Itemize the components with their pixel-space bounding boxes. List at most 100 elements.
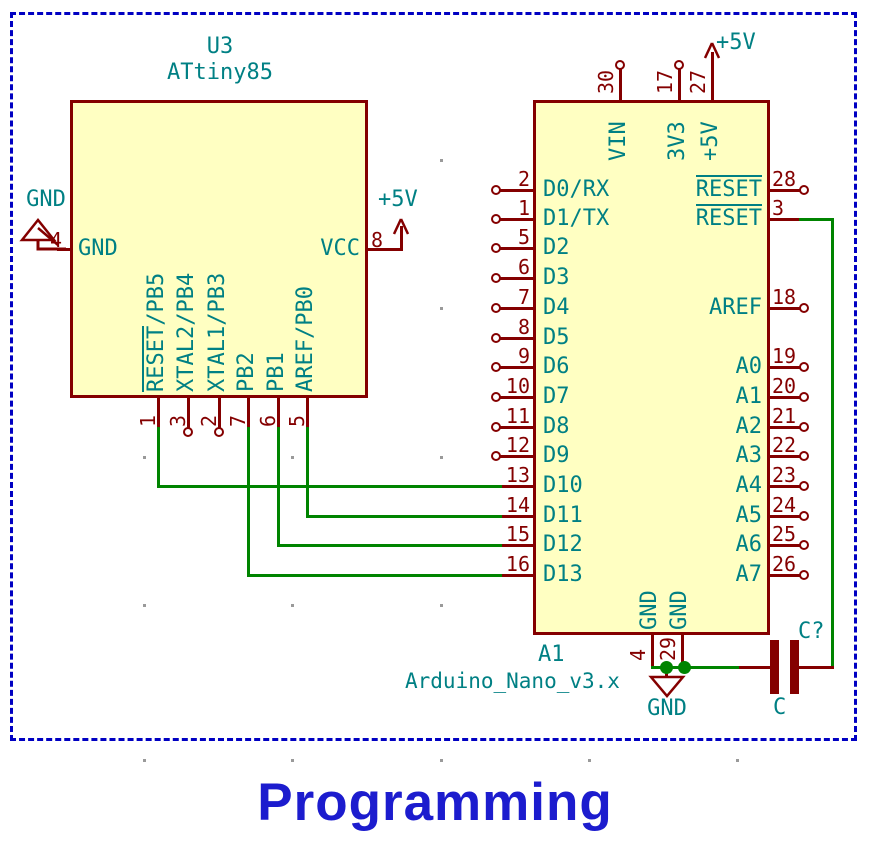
pin-number: 22 [772,433,797,457]
pin-a1-9[interactable] [498,365,535,369]
open-pin-circle [799,540,809,550]
pin-u3-8[interactable] [366,247,402,251]
pin-a1-24[interactable] [768,514,802,518]
pin-a1-23[interactable] [768,484,802,488]
pin-number: 13 [505,463,530,487]
open-pin-circle [491,243,501,253]
pin-a1-6[interactable] [498,276,535,280]
pin-u3-4[interactable] [56,247,72,251]
pin-a1-1[interactable] [498,217,535,221]
plus5v-flag-stem-attiny[interactable] [399,226,403,251]
pin-a1-20[interactable] [768,395,802,399]
capacitor-lead[interactable] [738,665,772,669]
pin-number: 11 [505,404,530,428]
open-pin-circle [491,451,501,461]
overline-text: RESET [695,204,762,231]
wire-segment[interactable] [798,217,834,221]
pin-a1-3[interactable] [768,217,802,221]
pin-name: D7 [543,384,570,409]
pin-u3-7[interactable] [246,396,250,430]
open-pin-circle [491,362,501,372]
gnd-symbol-label: GND [647,696,687,721]
pin-a1-4[interactable] [650,633,654,668]
attiny85-value[interactable]: ATtiny85 [167,60,273,85]
capacitor-value[interactable]: C [773,695,787,720]
pin-name: VIN [606,121,631,161]
pin-a1-10[interactable] [498,395,535,399]
pin-u3-1[interactable] [156,396,160,430]
arduino-value[interactable]: Arduino_Nano_v3.x [405,669,620,693]
pin-name-gnd: GND [78,236,118,261]
pin-a1-18[interactable] [768,306,802,310]
capacitor-lead[interactable] [797,665,834,669]
attiny85-ref[interactable]: U3 [206,34,234,59]
pin-name: PB2 [234,352,259,392]
capacitor-plate-right[interactable] [790,640,799,694]
pin-a1-26[interactable] [768,573,802,577]
pin-a1-8[interactable] [498,336,535,340]
gnd-symbol-icon[interactable] [648,675,686,699]
plus5v-power-flag-icon[interactable] [391,217,411,235]
pin-name: A5 [735,503,763,528]
wire-segment[interactable] [276,543,502,547]
pin-number: 10 [505,374,530,398]
wire-segment[interactable] [246,573,502,577]
grid-dot [588,759,591,762]
pin-number: 30 [594,69,618,94]
plus5v-flag-label-attiny: +5V [378,187,418,212]
grid-dot [143,604,146,607]
pin-a1-5[interactable] [498,246,535,250]
wire-segment[interactable] [305,514,502,518]
grid-dot [143,759,146,762]
pin-number: 5 [285,414,309,427]
open-pin-circle [799,511,809,521]
capacitor-ref[interactable]: C? [798,619,825,644]
pin-name: RESET [580,204,762,231]
pin-a1-15[interactable] [498,543,535,547]
pin-u3-5[interactable] [305,396,309,430]
pin-number: 24 [772,493,797,517]
pin-a1-14[interactable] [498,514,535,518]
open-pin-circle [674,60,684,70]
capacitor-plate-left[interactable] [770,640,779,694]
wire-segment[interactable] [246,426,250,577]
pin-number: 12 [505,433,530,457]
pin-number: 3 [772,196,785,220]
open-pin-circle [799,185,809,195]
attiny85-body[interactable] [70,100,368,398]
pin-a1-28[interactable] [768,188,802,192]
pin-number: 4 [626,648,650,661]
sheet-caption[interactable]: Programming [257,773,613,832]
pin-number: 7 [226,414,250,427]
pin-number: 3 [166,414,190,427]
plus5v-power-flag-icon[interactable] [702,41,722,59]
pin-a1-7[interactable] [498,306,535,310]
pin-number: 19 [772,344,797,368]
pin-u3-3[interactable] [186,396,190,430]
pin-name: A1 [735,384,763,409]
arduino-ref[interactable]: A1 [538,642,565,667]
wire-segment[interactable] [156,484,502,488]
wire-segment[interactable] [305,426,309,518]
wire-segment[interactable] [830,217,834,669]
wire-segment[interactable] [276,426,280,547]
pin-name: XTAL1/PB3 [205,272,230,392]
pin-a1-16[interactable] [498,573,535,577]
pin-a1-30[interactable] [618,68,622,102]
wire-segment[interactable] [156,426,160,488]
pin-u3-2[interactable] [217,396,221,430]
sheet-dashed-border [10,12,857,741]
pin-a1-22[interactable] [768,454,802,458]
wire-segment[interactable] [650,665,742,669]
pin-a1-21[interactable] [768,425,802,429]
pin-a1-2[interactable] [498,188,535,192]
pin-a1-11[interactable] [498,425,535,429]
pin-u3-6[interactable] [276,396,280,430]
plus5v-flag-stem-arduino[interactable] [710,52,714,102]
pin-a1-19[interactable] [768,365,802,369]
pin-a1-13[interactable] [498,484,535,488]
pin-a1-25[interactable] [768,543,802,547]
pin-a1-29[interactable] [680,633,684,668]
pin-a1-12[interactable] [498,454,535,458]
pin-a1-17[interactable] [677,68,681,102]
